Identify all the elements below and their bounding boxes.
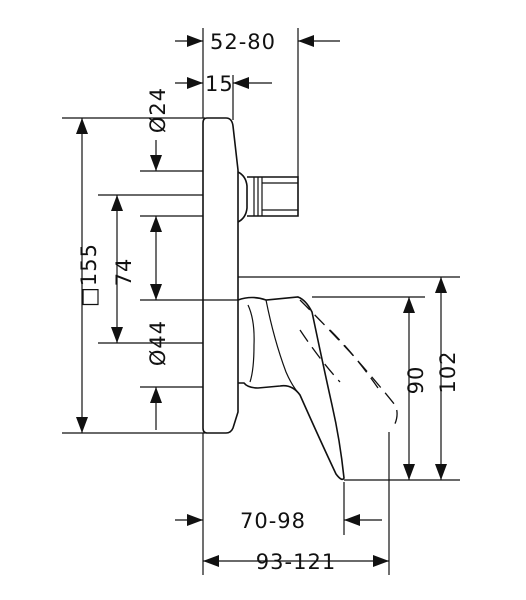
extension-lines: [62, 28, 460, 575]
diverter-neck: [237, 171, 248, 223]
dim-offset-15-label: 15: [205, 72, 234, 96]
dim-height-74-label: 74: [112, 258, 136, 287]
diverter-knob: [247, 176, 299, 217]
dim-reach-93-121-label: 93-121: [256, 550, 336, 574]
dim-square-155-label: □155: [77, 243, 101, 307]
dim-height-90-label: 90: [404, 366, 428, 395]
dim-top-span-label: 52-80: [210, 30, 276, 54]
lever-handle-alt-position: [299, 299, 398, 429]
dimension-labels: 52-80 15 Ø24 □155 74 Ø44 90 102 70-98 93…: [77, 30, 460, 574]
lever-handle: [237, 296, 345, 481]
wall-plate: [202, 117, 239, 434]
dim-height-102-label: 102: [436, 350, 460, 393]
mixer-body: [202, 117, 398, 481]
dim-diameter-24-label: Ø24: [146, 87, 170, 133]
dimension-arrows: [76, 35, 447, 567]
dim-reach-70-98-label: 70-98: [240, 509, 306, 533]
dim-diameter-44-label: Ø44: [146, 320, 170, 366]
